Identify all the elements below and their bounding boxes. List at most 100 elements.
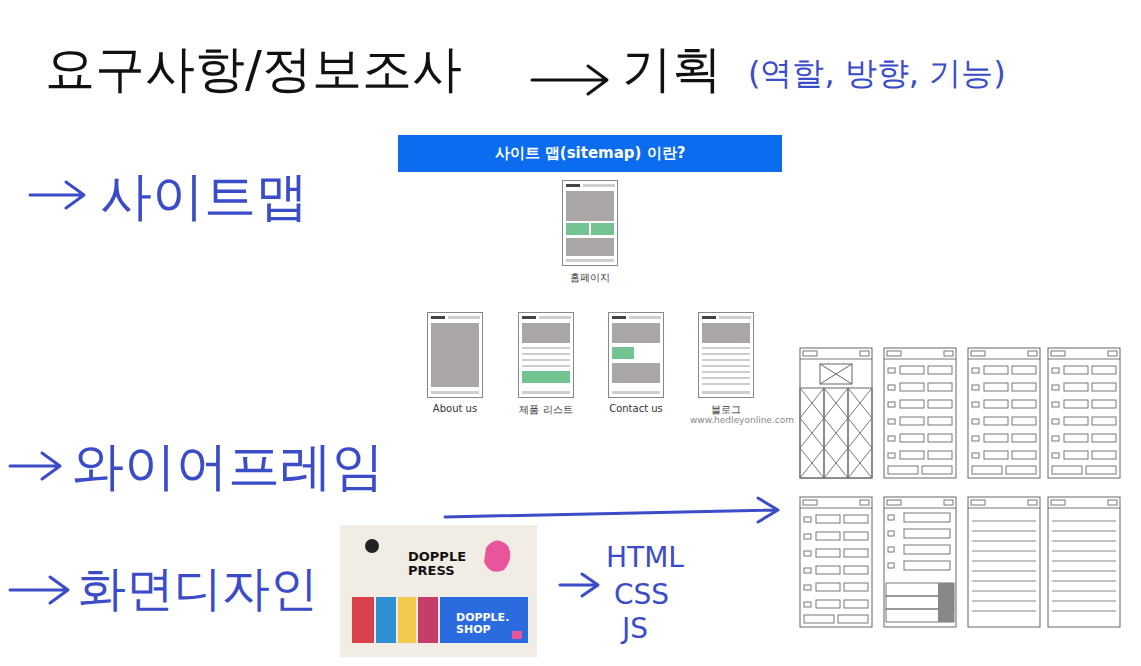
wireframe-rule	[968, 508, 1040, 509]
wireframe-button	[1052, 466, 1082, 474]
wireframe-bullet	[888, 436, 895, 441]
step-note: (역할, 방향, 기능)	[748, 56, 1006, 91]
wireframe-field	[816, 532, 840, 540]
page-node: 블로그	[681, 312, 771, 417]
page-name: 블로그	[681, 403, 771, 417]
page-thumbnail	[608, 312, 664, 398]
wireframe-field	[1092, 400, 1116, 408]
wireframe-field	[1064, 400, 1088, 408]
wireframe-field	[816, 515, 840, 523]
wireframe-bullet	[972, 419, 979, 424]
wireframe-icon	[1108, 351, 1117, 356]
wireframe-logo	[803, 351, 817, 356]
wireframe-sketches	[800, 348, 1120, 627]
thumb-block	[702, 371, 750, 373]
thumb-block	[522, 359, 570, 361]
panel-title: 사이트 맵(sitemap) 이란?	[495, 144, 686, 162]
wireframe-field	[984, 417, 1008, 425]
thumb-block	[431, 391, 479, 394]
wireframe-grid	[824, 388, 848, 478]
wireframe-field	[900, 383, 924, 391]
thumb-block	[566, 259, 614, 262]
step-label: 화면디자인	[78, 562, 318, 615]
wireframe-grid	[800, 388, 824, 478]
wireframe-bullet	[804, 585, 811, 590]
thumb-block	[522, 365, 570, 367]
wireframe-bullet	[888, 453, 895, 458]
thumb-block	[612, 323, 660, 343]
wireframe-logo	[971, 500, 985, 505]
thumb-block	[702, 383, 750, 385]
wireframe-text-line	[1052, 541, 1116, 542]
wireframe-text-line	[1052, 611, 1116, 612]
thumb-block	[719, 316, 751, 319]
wireframe-bullet	[804, 534, 811, 539]
step-label: 와이어프레임	[72, 438, 384, 495]
wireframe-text-line	[972, 571, 1036, 572]
thumb-block	[448, 316, 480, 319]
wireframe-text-line	[1052, 601, 1116, 602]
thumb-block	[702, 377, 750, 379]
wireframe-bullet	[804, 568, 811, 573]
wireframe-bullet	[972, 368, 979, 373]
flow-arrow	[10, 453, 60, 479]
wireframe-bullet	[1052, 385, 1059, 390]
wireframe-field	[1012, 383, 1036, 391]
wireframe-logo	[803, 500, 817, 505]
wireframe-field	[900, 417, 924, 425]
flow-arrow	[10, 577, 68, 603]
page-name: 제품 리스트	[501, 403, 591, 417]
wireframe-image	[820, 364, 852, 384]
wireframe-logo	[887, 351, 901, 356]
thumb-block	[612, 363, 660, 383]
tech-label: CSS	[614, 580, 669, 611]
wireframe-icon	[1108, 500, 1117, 505]
wireframe-field	[904, 529, 950, 538]
thumb-block	[702, 353, 750, 355]
wireframe-page	[1048, 497, 1120, 627]
wireframe-field	[816, 549, 840, 557]
page-name: About us	[410, 403, 500, 414]
wireframe-button	[888, 466, 918, 474]
wireframe-bullet	[888, 515, 894, 520]
wireframe-button	[972, 466, 1002, 474]
wireframe-bullet	[888, 563, 894, 568]
wireframe-rule	[1048, 508, 1120, 509]
wireframe-text-line	[972, 521, 1036, 522]
wireframe-bullet	[888, 402, 895, 407]
wireframe-bullet	[804, 551, 811, 556]
tech-label: JS	[622, 614, 648, 645]
thumb-block	[583, 184, 615, 187]
wireframe-field	[1012, 434, 1036, 442]
thumb-block	[431, 316, 445, 319]
wireframe-field	[844, 600, 868, 608]
wireframe-text-line	[972, 591, 1036, 592]
wireframe-bullet	[1052, 402, 1059, 407]
wireframe-table	[938, 583, 954, 622]
wireframe-button	[1086, 466, 1116, 474]
wireframe-logo	[971, 351, 985, 356]
wireframe-rule	[968, 359, 1040, 360]
wireframe-text-line	[1052, 521, 1116, 522]
wireframe-text-line	[1052, 591, 1116, 592]
wireframe-button	[922, 466, 952, 474]
wireframe-field	[1064, 451, 1088, 459]
page-thumbnail	[562, 180, 618, 266]
step-label: 기획	[622, 42, 722, 97]
page-thumbnail	[518, 312, 574, 398]
wireframe-field	[984, 400, 1008, 408]
wireframe-text-line	[972, 601, 1036, 602]
wireframe-rule	[884, 359, 956, 360]
thumb-block	[612, 347, 634, 359]
wireframe-field	[844, 549, 868, 557]
flow-arrow	[532, 66, 607, 94]
page-name: Contact us	[591, 403, 681, 414]
thumb-block	[522, 316, 536, 319]
page-node: 제품 리스트	[501, 312, 591, 417]
design-title: DOPPLE. SHOP	[456, 612, 512, 636]
wireframe-field	[844, 515, 868, 523]
page-thumbnail	[698, 312, 754, 398]
thumb-block	[702, 347, 750, 349]
wireframe-field	[1092, 366, 1116, 374]
thumb-block	[566, 191, 614, 221]
